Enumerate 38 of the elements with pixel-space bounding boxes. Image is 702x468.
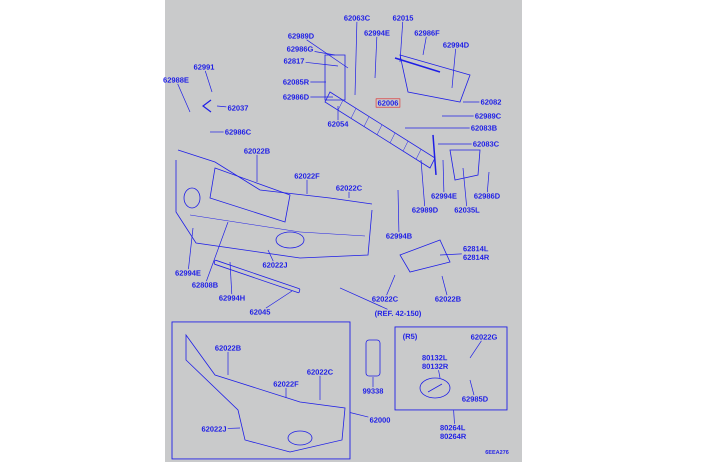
leader-line	[206, 222, 228, 282]
leader-line	[453, 410, 455, 424]
leader-line	[374, 36, 378, 78]
leader-line	[216, 106, 227, 108]
leader-line	[442, 160, 444, 192]
leader-line	[256, 154, 258, 182]
leader-line	[470, 340, 482, 358]
leader-line	[372, 376, 374, 388]
leader-line	[420, 160, 426, 206]
leader-line	[314, 51, 336, 56]
leader-line	[400, 22, 404, 62]
leader-line	[398, 190, 400, 232]
leader-line	[348, 192, 350, 198]
leader-line	[305, 62, 338, 66]
leader-line	[306, 180, 308, 194]
leader-line	[230, 262, 232, 294]
leader-line	[177, 84, 190, 112]
leader-line	[440, 254, 462, 256]
inset-frame	[394, 326, 508, 410]
leader-line	[350, 412, 369, 418]
leader-line	[306, 40, 348, 68]
leader-line	[188, 228, 194, 270]
leader-line	[268, 250, 274, 262]
leader-line	[266, 290, 292, 308]
leader-line	[354, 22, 358, 96]
leader-line	[422, 36, 427, 56]
leader-line	[442, 276, 448, 296]
leader-line	[452, 48, 456, 88]
leader-line	[462, 168, 467, 206]
leader-line	[438, 370, 440, 378]
leader-line	[310, 96, 334, 98]
leader-line	[470, 380, 474, 396]
leader-line	[386, 274, 396, 296]
leader-line	[204, 70, 212, 92]
inset-frame	[172, 322, 350, 460]
leader-line	[227, 428, 240, 429]
leader-line	[340, 288, 388, 310]
leader-line	[486, 172, 490, 192]
